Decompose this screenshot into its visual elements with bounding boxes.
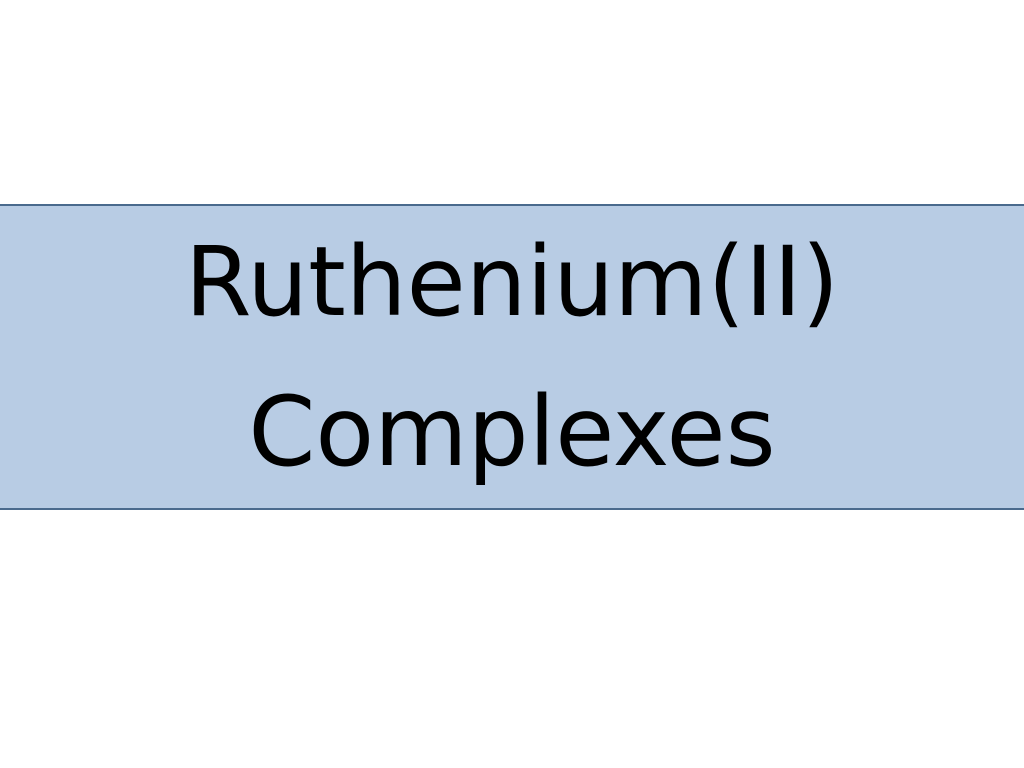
title-line-2: Complexes	[248, 376, 776, 488]
title-line-1: Ruthenium(II)	[184, 226, 840, 338]
title-band: Ruthenium(II) Complexes	[0, 204, 1024, 510]
